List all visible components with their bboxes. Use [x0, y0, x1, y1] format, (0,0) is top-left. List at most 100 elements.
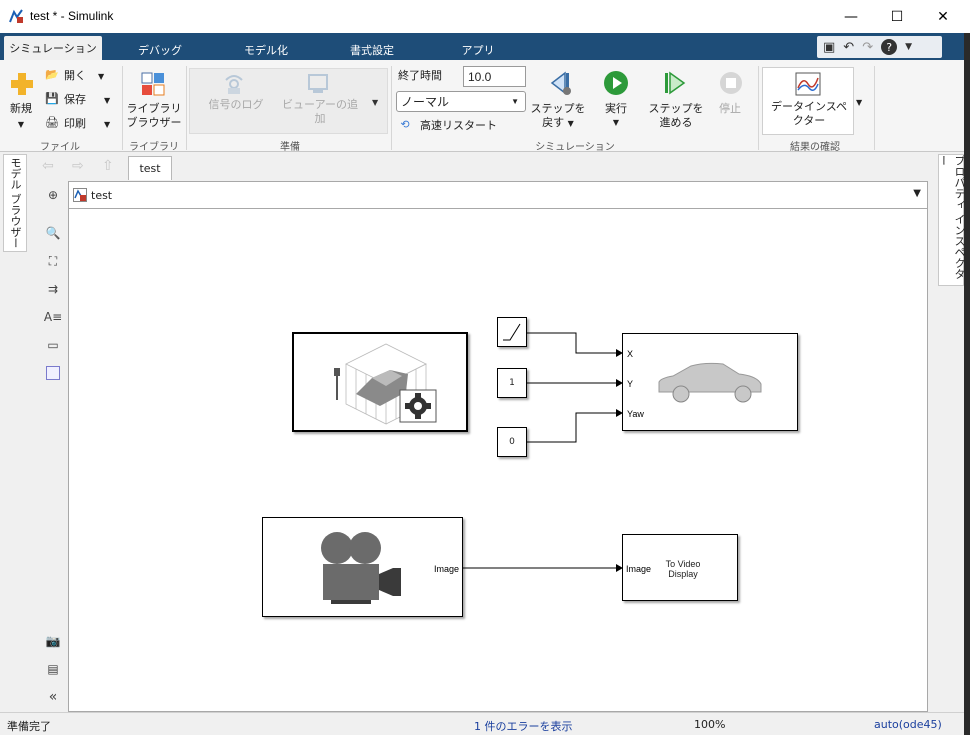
minimize-icon: —	[844, 8, 858, 25]
maximize-icon: ☐	[890, 8, 904, 25]
data-inspector-button[interactable]: データインスペ クター	[764, 100, 854, 128]
port-label-image-in: Image	[626, 564, 652, 574]
constant-block-0[interactable]: 0	[497, 427, 527, 457]
tab-simulation[interactable]: シミュレーション	[4, 36, 102, 60]
group-label-file: ファイル	[40, 142, 80, 153]
group-label-library: ライブラリ	[129, 142, 179, 153]
signal-log-button[interactable]: 信号のログ	[208, 98, 264, 111]
scene-3d-icon	[334, 343, 437, 425]
stop-button[interactable]: 停止	[719, 102, 741, 115]
library-browser-label-2: ブラウザー	[126, 116, 182, 129]
stop-icon	[720, 72, 742, 94]
property-inspector-tab[interactable]: プロパティ インスペクター	[937, 154, 966, 286]
data-inspector-label-2: クター	[792, 114, 826, 127]
simulation-mode-select[interactable]: ノーマル ▼	[396, 91, 526, 112]
close-button[interactable]: ✕	[920, 0, 966, 33]
port-label-image-out: Image	[433, 564, 459, 574]
fast-restart-icon: ⟲	[400, 118, 410, 131]
run-icon	[604, 71, 628, 95]
model-tab-test[interactable]: test	[128, 156, 172, 180]
step-forward-label-1: ステップを	[648, 102, 704, 115]
model-address-bar[interactable]: test ▼	[68, 181, 928, 209]
model-browser-tab[interactable]: モデル ブラウザー	[3, 154, 27, 252]
open-button[interactable]: 開く	[64, 69, 86, 82]
tab-format[interactable]: 書式設定	[350, 43, 394, 57]
tab-debug[interactable]: デバッグ	[138, 43, 182, 57]
image-icon[interactable]: ▭	[47, 338, 59, 352]
chevron-down-icon[interactable]: ▼	[104, 96, 111, 105]
step-forward-label-2: 進める	[659, 116, 693, 129]
camera-snapshot-icon[interactable]: 📷	[45, 634, 61, 648]
to-video-display-block[interactable]: Image To Video Display	[622, 534, 738, 601]
group-label-review: 結果の確認	[790, 142, 840, 153]
tab-apps[interactable]: アプリ	[461, 43, 495, 57]
video-display-title-1: To Video	[665, 559, 701, 569]
model-data-icon[interactable]: ▤	[47, 662, 59, 676]
ribbon-separator	[122, 66, 123, 150]
signal-log-icon	[225, 75, 243, 94]
video-display-title: To Video Display	[659, 559, 707, 579]
simulation-mode-value: ノーマル	[401, 95, 450, 109]
run-button[interactable]: 実行 ▼	[596, 102, 636, 130]
chevron-down-icon: ▼	[612, 118, 620, 127]
step-forward-button[interactable]: ステップを 進める	[648, 102, 704, 130]
ribbon-separator	[758, 66, 759, 150]
chevron-down-icon[interactable]: ▼	[856, 98, 863, 107]
close-icon: ✕	[937, 8, 949, 25]
maximize-button[interactable]: ☐	[874, 0, 920, 33]
chevron-down-icon[interactable]: ▼	[913, 188, 921, 199]
zoom-icon[interactable]: 🔍	[45, 226, 61, 240]
model-canvas[interactable]	[68, 209, 928, 712]
ribbon-tab-strip: シミュレーション デバッグ モデル化 書式設定 アプリ ▣ ↶ ↷ ? ▼	[0, 33, 970, 60]
quick-access-toolbar: ▣ ↶ ↷ ? ▼	[817, 36, 942, 58]
forward-arrow-icon[interactable]: ⇨	[72, 158, 84, 174]
errors-link[interactable]: 1 件のエラーを表示	[474, 720, 573, 733]
fast-restart-button[interactable]: 高速リスタート	[420, 119, 497, 132]
back-arrow-icon[interactable]: ⇦	[42, 158, 54, 174]
minimize-button[interactable]: —	[828, 0, 874, 33]
collapse-panel-icon[interactable]: «	[48, 689, 58, 705]
signal-routing-icon[interactable]: ⇉	[47, 282, 59, 296]
chevron-down-icon[interactable]: ▼	[905, 42, 913, 52]
vehicle-block[interactable]: X Y Yaw	[622, 333, 798, 431]
folder-icon: 📂	[45, 68, 59, 81]
window-edge	[964, 33, 970, 735]
ramp-block[interactable]	[497, 317, 527, 347]
save-icon[interactable]: ▣	[823, 39, 836, 55]
save-button[interactable]: 保存	[64, 93, 86, 106]
status-bar: 準備完了 1 件のエラーを表示 100% auto(ode45)	[0, 712, 970, 735]
undo-icon[interactable]: ↶	[843, 39, 855, 55]
add-viewer-button[interactable]: ビューアーの追 加	[282, 98, 358, 126]
help-icon[interactable]: ?	[881, 39, 898, 55]
fit-to-view-icon[interactable]: ⛶	[48, 253, 58, 268]
chevron-down-icon: ▼	[567, 119, 574, 128]
chevron-down-icon[interactable]: ▼	[98, 72, 105, 81]
chevron-down-icon[interactable]: ▼	[104, 120, 111, 129]
camera-block[interactable]: Image	[262, 517, 463, 617]
step-forward-icon	[665, 71, 686, 95]
tab-modeling[interactable]: モデル化	[244, 43, 288, 57]
new-button[interactable]: 新規	[10, 102, 32, 115]
step-back-label-1: ステップを	[530, 102, 586, 115]
ribbon-separator	[186, 66, 187, 150]
constant-block-1[interactable]: 1	[497, 368, 527, 398]
title-bar: test * - Simulink — ☐ ✕	[0, 0, 970, 33]
stop-time-input[interactable]: 10.0	[463, 66, 526, 87]
chevron-down-icon: ▼	[511, 97, 519, 106]
library-browser-button[interactable]: ライブラリ ブラウザー	[126, 102, 182, 130]
chevron-down-icon[interactable]: ▼	[372, 98, 379, 107]
print-button[interactable]: 印刷	[64, 117, 86, 130]
data-inspector-label-1: データインスペ	[770, 100, 847, 113]
annotation-icon[interactable]: A≡	[43, 310, 63, 324]
model-icon	[73, 188, 87, 202]
solver-link[interactable]: auto(ode45)	[874, 718, 942, 731]
redo-icon[interactable]: ↷	[862, 39, 874, 55]
scene-configuration-block[interactable]	[292, 332, 468, 432]
chevron-down-icon[interactable]: ▼	[17, 120, 25, 129]
up-arrow-icon[interactable]: ⇧	[102, 158, 114, 174]
hide-show-explorer-icon[interactable]: ⊕	[47, 188, 59, 202]
area-icon[interactable]	[44, 365, 62, 381]
step-back-button[interactable]: ステップを 戻す ▼	[530, 102, 586, 131]
port-label-yaw: Yaw	[627, 409, 644, 419]
